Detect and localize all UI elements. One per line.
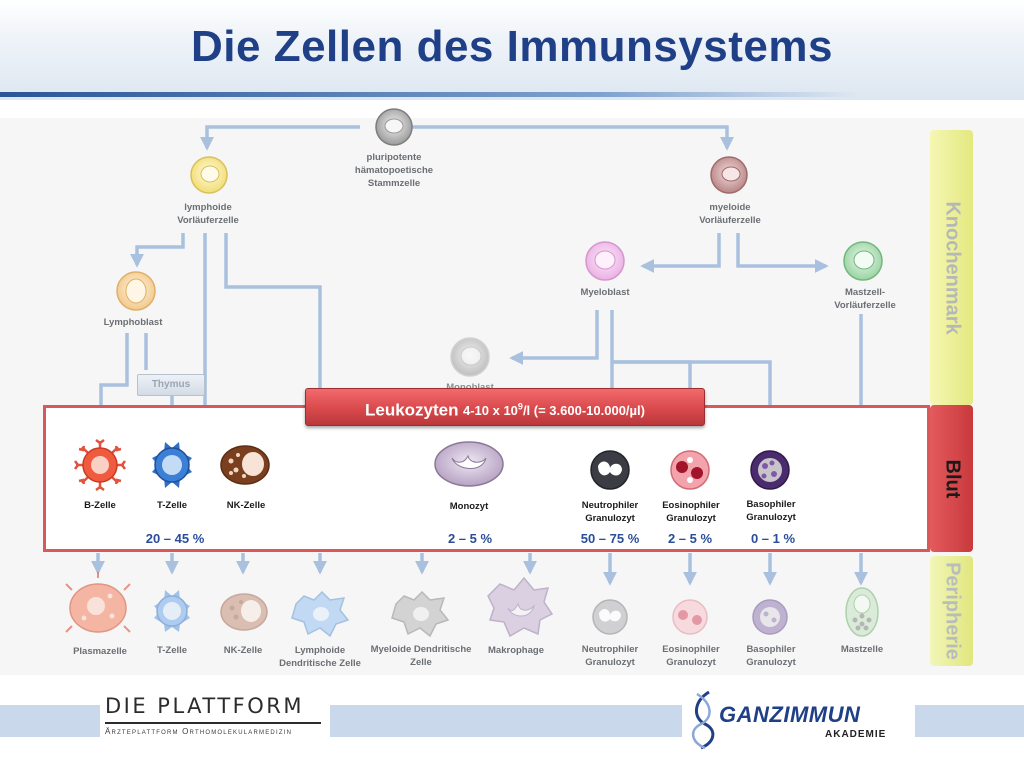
lymphoblast-icon [116, 271, 156, 311]
lymphocyte-percentage: 20 – 45 % [145, 531, 205, 546]
footer-band-middle [330, 705, 682, 737]
basophil-periphery-icon [752, 599, 788, 635]
neutrophil-label: Neutrophiler Granulozyt [581, 500, 639, 524]
t-cell-periphery-label: T-Zelle [156, 645, 188, 656]
footer-band-left [0, 705, 100, 737]
eosinophil-percentage: 2 – 5 % [667, 531, 713, 546]
eosinophil-label: Eosinophiler Granulozyt [662, 500, 720, 524]
myeloblast-label: Myeloblast [580, 287, 630, 298]
neutrophil-percentage: 50 – 75 % [580, 531, 640, 546]
lymphoid-progenitor-icon [190, 156, 228, 194]
plattform-logo-text: DIE PLATTFORM [105, 694, 304, 718]
eosinophil-icon [670, 450, 710, 490]
stem-cell-label: pluripotente hämatopoetische Stammzelle [354, 152, 434, 189]
monoblast-icon [450, 337, 490, 377]
basophil-label: Basophiler Granulozyt [746, 499, 796, 523]
plattform-logo-rule [105, 722, 321, 724]
plattform-logo: DIE PLATTFORM Ärzteplattform Orthomoleku… [103, 690, 323, 746]
monoblast-label: Monoblast [430, 381, 510, 394]
myeloid-dendritic-cell-icon [391, 590, 450, 638]
page-title: Die Zellen des Immunsystems [191, 22, 833, 71]
myeloid-progenitor-icon [710, 156, 748, 194]
thymus-box: Thymus [137, 374, 205, 396]
monocyte-icon [434, 441, 504, 487]
lymphoid-progenitor-label: lymphoide Vorläuferzelle [177, 202, 239, 226]
nk-cell-periphery-icon [220, 593, 268, 631]
neutrophil-icon [590, 450, 630, 490]
leukocyte-count: 4-10 x 109/l (= 3.600-10.000/µl) [462, 402, 645, 419]
ganzimmun-logo-text: GANZIMMUN [719, 702, 861, 727]
header-underline [0, 92, 860, 97]
mast-progenitor-label: Mastzell- Vorläuferzelle [834, 287, 896, 311]
plasma-cell-icon [65, 572, 131, 633]
nk-cell-label: NK-Zelle [226, 500, 266, 511]
leukocyte-title: Leukozyten [365, 400, 459, 420]
t-cell-label: T-Zelle [156, 500, 188, 511]
eosinophil-periphery-icon [672, 599, 708, 635]
mast-cell-icon [845, 587, 879, 637]
myeloblast-icon [585, 241, 625, 281]
monocyte-percentage: 2 – 5 % [447, 531, 493, 546]
blood-band: Blut [930, 405, 973, 552]
bone-marrow-label: Knochenmark [941, 200, 963, 335]
lymphoid-dc-label: Lymphoide Dendritische Zelle [279, 645, 361, 669]
basophil-icon [750, 450, 790, 490]
b-cell-icon [74, 439, 126, 491]
plattform-logo-subtitle: Ärzteplattform Orthomolekularmedizin [105, 727, 293, 736]
lymphoblast-label: Lymphoblast [103, 317, 163, 328]
t-cell-periphery-icon [154, 590, 190, 632]
macrophage-label: Makrophage [488, 645, 544, 656]
nk-cell-periphery-label: NK-Zelle [223, 645, 263, 656]
periphery-band: Peripherie [930, 556, 973, 666]
plasma-cell-label: Plasmazelle [73, 646, 127, 657]
neutrophil-periphery-label: Neutrophiler Granulozyt [581, 644, 639, 668]
b-cell-label: B-Zelle [84, 500, 116, 511]
t-cell-icon [152, 442, 192, 488]
mast-progenitor-icon [843, 241, 883, 281]
macrophage-icon [487, 576, 554, 638]
bone-marrow-band: Knochenmark [930, 130, 973, 405]
myeloid-dc-label: Myeloide Dendritische Zelle [370, 644, 472, 668]
header-bar [0, 0, 1024, 100]
basophil-periphery-label: Basophiler Granulozyt [746, 644, 796, 668]
blood-label: Blut [941, 459, 963, 498]
neutrophil-periphery-icon [592, 599, 628, 635]
eosinophil-periphery-label: Eosinophiler Granulozyt [662, 644, 720, 668]
monocyte-label: Monozyt [449, 501, 489, 512]
myeloid-progenitor-label: myeloide Vorläuferzelle [699, 202, 761, 226]
ganzimmun-helix-icon [692, 690, 715, 750]
ganzimmun-logo: GANZIMMUN AKADEMIE [685, 688, 913, 750]
nk-cell-icon [220, 445, 270, 485]
basophil-percentage: 0 – 1 % [750, 531, 796, 546]
mast-cell-label: Mastzelle [840, 644, 884, 655]
stem-cell-icon [375, 108, 413, 146]
periphery-label: Peripherie [941, 562, 963, 660]
lymphoid-dendritic-cell-icon [291, 590, 350, 638]
leukocyte-banner: Leukozyten 4-10 x 109/l (= 3.600-10.000/… [305, 388, 705, 426]
footer-band-right [915, 705, 1024, 737]
ganzimmun-logo-subtitle: AKADEMIE [825, 729, 887, 740]
